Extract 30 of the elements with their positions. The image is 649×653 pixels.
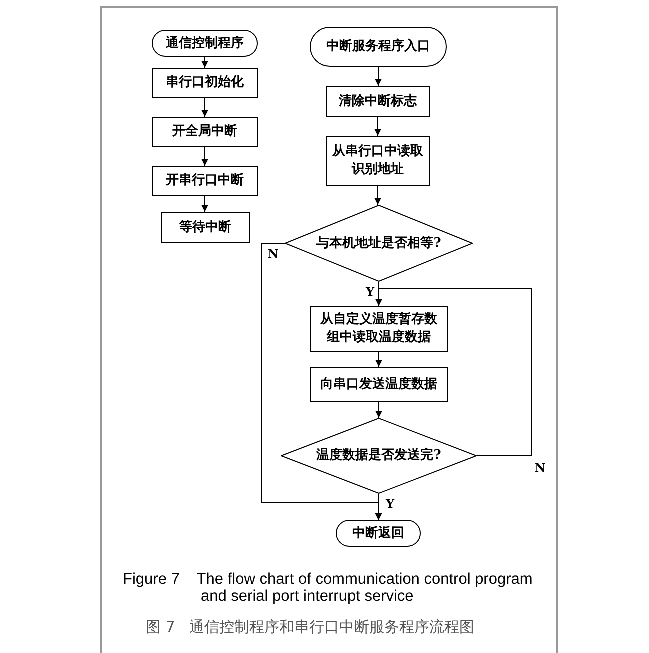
process-box: 开全局中断 bbox=[152, 117, 258, 147]
process-box: 等待中断 bbox=[161, 212, 250, 243]
arrow bbox=[374, 116, 382, 136]
process-box: 串行口初始化 bbox=[152, 68, 258, 98]
decision-diamond: 与本机地址是否相等? bbox=[285, 205, 473, 282]
arrow bbox=[202, 56, 208, 68]
arrow bbox=[375, 66, 382, 86]
edge-label: Y bbox=[385, 498, 396, 511]
arrow bbox=[376, 288, 532, 456]
arrow bbox=[376, 494, 382, 520]
arrow bbox=[376, 402, 382, 418]
terminal-box: 中断服务程序入口 bbox=[310, 27, 447, 67]
caption: 图 7 通信控制程序和串行口中断服务程序流程图 bbox=[146, 619, 475, 636]
terminal-box: 中断返回 bbox=[336, 520, 421, 547]
process-box: 从串行口中读取识别地址 bbox=[326, 136, 430, 186]
decision-diamond: 温度数据是否发送完? bbox=[281, 418, 477, 494]
process-box: 向串口发送温度数据 bbox=[310, 367, 448, 402]
arrow bbox=[202, 146, 208, 166]
arrow bbox=[376, 352, 382, 368]
arrow bbox=[202, 196, 208, 212]
caption: Figure 7 The flow chart of communication control program and serial port interrupt service bbox=[123, 571, 534, 605]
arrow bbox=[202, 98, 208, 118]
process-box: 清除中断标志 bbox=[326, 86, 430, 117]
edge-label: N bbox=[267, 248, 280, 260]
edge-label: N bbox=[534, 462, 547, 475]
arrow bbox=[374, 186, 382, 206]
process-box: 从自定义温度暂存数组中读取温度数据 bbox=[310, 306, 448, 352]
process-box: 开串行口中断 bbox=[152, 166, 258, 196]
edge-label: Y bbox=[365, 286, 376, 299]
terminal-box: 通信控制程序 bbox=[152, 30, 258, 57]
